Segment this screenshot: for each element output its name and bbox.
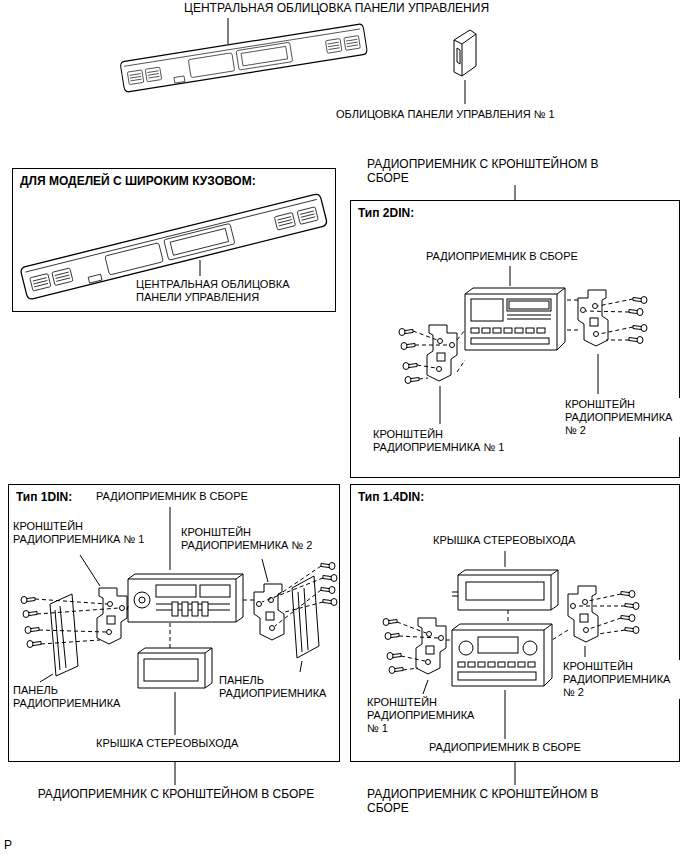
part-name: РАДИОПРИЕМНИК В СБОРЕ: [95, 490, 249, 503]
part-name: КРОНШТЕЙН РАДИОПРИЕМНИКА № 2: [562, 660, 680, 699]
radio-2din: [399, 172, 647, 424]
part-name: РАДИОПРИЕМНИК В СБОРЕ: [428, 741, 582, 754]
variant-heading: ДЛЯ МОДЕЛЕЙ С ШИРОКИМ КУЗОВОМ:: [19, 174, 257, 188]
variant-heading: Тип 2DIN:: [357, 206, 415, 220]
part-name: КРОНШТЕЙН РАДИОПРИЕМНИКА № 1: [12, 520, 166, 546]
part-name: ОБЛИЦОВКА ПАНЕЛИ УПРАВЛЕНИЯ № 1: [335, 108, 556, 121]
part-name: ЦЕНТРАЛЬНАЯ ОБЛИЦОВКА ПАНЕЛИ УПРАВЛЕНИЯ: [135, 278, 327, 304]
part-name: ПАНЕЛЬ РАДИОПРИЕМНИКА: [218, 674, 338, 700]
part-name: КРЫШКА СТЕРЕОВЫХОДА: [95, 737, 239, 750]
assembly-name: РАДИОПРИЕМНИК С КРОНШТЕЙНОМ В СБОРЕ: [366, 787, 613, 815]
assembly-name: РАДИОПРИЕМНИК С КРОНШТЕЙНОМ В СБОРЕ: [9, 787, 343, 801]
part-name: КРОНШТЕЙН РАДИОПРИЕМНИКА № 2: [180, 526, 330, 552]
variant-heading: Тип 1DIN:: [15, 490, 73, 504]
part-name: КРОНШТЕЙН РАДИОПРИЕМНИКА № 1: [366, 696, 480, 735]
assembly-name: РАДИОПРИЕМНИК С КРОНШТЕЙНОМ В СБОРЕ: [366, 157, 613, 185]
part-name: ПАНЕЛЬ РАДИОПРИЕМНИКА: [12, 684, 132, 710]
radio-1din: [21, 507, 337, 785]
part-name: ЦЕНТРАЛЬНАЯ ОБЛИЦОВКА ПАНЕЛИ УПРАВЛЕНИЯ: [183, 1, 490, 15]
part-name: КРЫШКА СТЕРЕОВЫХОДА: [432, 534, 576, 547]
page-mark: P: [3, 838, 13, 852]
dashboard-trim-top: [120, 18, 476, 104]
part-name: РАДИОПРИЕМНИК В СБОРЕ: [425, 250, 579, 263]
variant-heading: Тип 1.4DIN:: [357, 490, 425, 504]
part-name: КРОНШТЕЙН РАДИОПРИЕМНИКА № 2: [564, 398, 680, 437]
part-name: КРОНШТЕЙН РАДИОПРИЕМНИКА № 1: [372, 428, 534, 454]
